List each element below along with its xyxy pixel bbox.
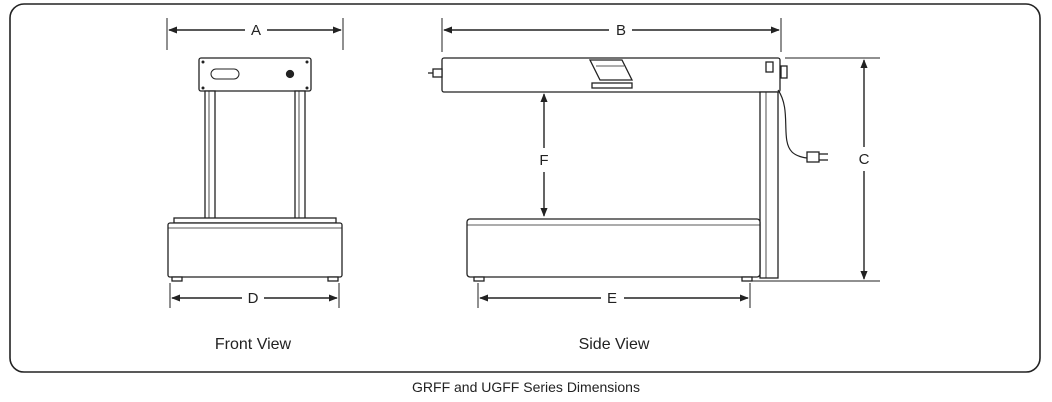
- dimension-label-a: A: [251, 22, 261, 39]
- dimension-label-d: D: [248, 290, 259, 307]
- side-view-drawing: [428, 18, 880, 308]
- dimension-label-e: E: [607, 290, 617, 307]
- dimension-label-c: C: [859, 151, 870, 168]
- dimension-label-b: B: [616, 22, 626, 39]
- dimension-label-f: F: [539, 152, 548, 169]
- figure-caption: GRFF and UGFF Series Dimensions: [412, 379, 640, 395]
- brand-logo: [210, 68, 240, 80]
- side-view-label: Side View: [579, 336, 650, 353]
- front-view-drawing: [166, 18, 344, 308]
- diagram-border: [9, 3, 1041, 373]
- front-view-label: Front View: [215, 336, 292, 353]
